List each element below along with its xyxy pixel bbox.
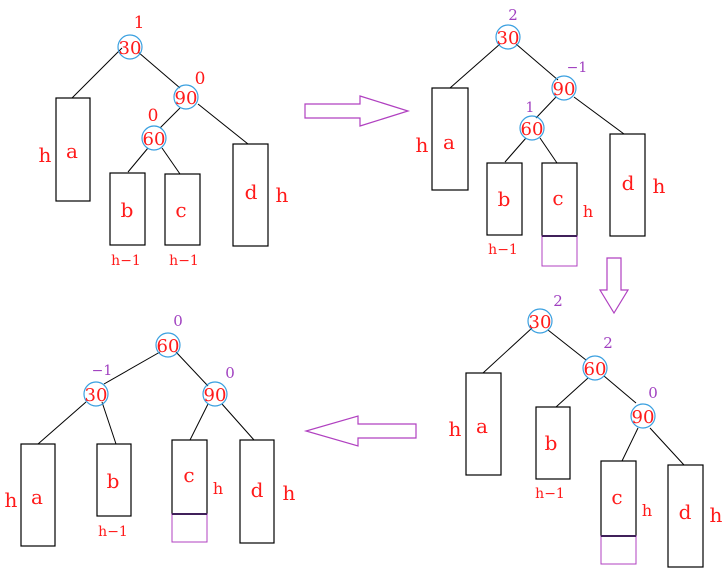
node-root — [527, 308, 553, 334]
node-right — [173, 84, 199, 110]
node-mid-key: 60 — [521, 119, 544, 140]
subtree-a-label: a — [443, 130, 455, 154]
inserted-growth — [541, 235, 578, 267]
node-root-bf: 1 — [134, 13, 145, 33]
node-root-key: 30 — [497, 28, 520, 49]
subtree-a-label: a — [66, 139, 78, 163]
subtree-d — [239, 439, 275, 544]
subtree-c-height: h — [642, 501, 652, 520]
node-mid-bf: 1 — [526, 100, 535, 116]
node-right-bf: 0 — [225, 364, 235, 382]
subtree-c-label: c — [552, 186, 563, 210]
subtree-d-height: h — [283, 481, 296, 505]
subtree-c — [164, 173, 201, 246]
subtree-a — [55, 97, 91, 202]
arrow-right — [304, 95, 411, 127]
subtree-b-label: b — [498, 187, 511, 211]
tree-after-insert: 30 2 90 −1 60 1 a h b h−1 c h d h — [416, 6, 666, 267]
subtree-b-label: b — [107, 469, 120, 493]
node-left-key: 30 — [85, 385, 108, 406]
node-root — [117, 34, 143, 60]
inserted-growth — [171, 513, 208, 543]
subtree-b — [486, 162, 523, 236]
node-mid-bf: 0 — [148, 106, 159, 126]
subtree-d — [232, 143, 269, 247]
subtree-c-label: c — [175, 198, 186, 222]
node-root-key: 30 — [119, 38, 142, 59]
subtree-c-label: c — [611, 485, 622, 509]
subtree-a-label: a — [476, 414, 488, 438]
node-right-key: 90 — [553, 79, 576, 100]
subtree-a-height: h — [5, 488, 18, 512]
arrow-left — [303, 415, 417, 447]
subtree-d-label: d — [622, 171, 635, 195]
subtree-b-height: h−1 — [488, 242, 518, 258]
node-right — [202, 381, 228, 407]
subtree-d — [609, 133, 646, 237]
node-mid-bf: 2 — [603, 334, 613, 352]
subtree-a — [431, 87, 469, 191]
subtree-d-label: d — [679, 500, 692, 524]
node-left — [83, 381, 109, 407]
node-right-key: 90 — [632, 407, 655, 428]
subtree-b-height: h−1 — [98, 524, 128, 540]
node-root-key: 60 — [157, 336, 180, 357]
subtree-d-label: d — [245, 180, 258, 204]
subtree-c-height: h — [583, 202, 593, 221]
subtree-d-label: d — [251, 478, 264, 502]
subtree-a-label: a — [31, 485, 43, 509]
node-right-key: 90 — [204, 385, 227, 406]
node-right — [630, 403, 656, 429]
node-mid — [519, 115, 545, 141]
subtree-b-height: h−1 — [111, 253, 141, 269]
node-mid — [582, 355, 608, 381]
subtree-a-height: h — [39, 143, 52, 167]
subtree-b — [535, 406, 571, 480]
subtree-d-height: h — [710, 503, 723, 527]
node-right-bf: 0 — [195, 69, 206, 89]
tree-after-left-rotation: 60 0 30 −1 90 0 a h b h−1 c h d h — [5, 312, 296, 547]
subtree-d-height: h — [276, 183, 289, 207]
subtree-a-height: h — [416, 133, 429, 157]
node-left-bf: −1 — [92, 363, 113, 379]
subtree-c-height: h — [213, 479, 223, 498]
node-mid-key: 60 — [143, 129, 166, 150]
subtree-d-height: h — [653, 174, 666, 198]
node-root-key: 30 — [529, 312, 552, 333]
arrow-down — [598, 257, 630, 315]
node-root-bf: 0 — [173, 312, 183, 330]
subtree-a — [20, 443, 56, 547]
tree-after-right-rotation: 30 2 60 2 90 0 a h b h−1 c h d h — [449, 292, 723, 568]
subtree-b-height: h−1 — [535, 486, 565, 502]
node-root-bf: 2 — [508, 6, 518, 24]
subtree-a-height: h — [449, 417, 462, 441]
subtree-b-label: b — [545, 431, 558, 455]
node-right-bf: −1 — [567, 60, 588, 76]
subtree-a — [465, 372, 502, 476]
node-root-bf: 2 — [553, 292, 563, 310]
subtree-c-height: h−1 — [169, 253, 199, 269]
tree-initial: 30 1 90 0 60 0 a h b h−1 c h−1 d h — [39, 13, 289, 269]
subtree-b — [109, 172, 146, 246]
node-mid-key: 60 — [584, 359, 607, 380]
node-root — [155, 332, 181, 358]
node-right — [551, 75, 577, 101]
subtree-b — [96, 443, 132, 517]
subtree-b-label: b — [121, 198, 134, 222]
node-right-bf: 0 — [648, 384, 658, 402]
subtree-d — [667, 464, 704, 568]
node-right-key: 90 — [175, 88, 198, 109]
subtree-c-label: c — [183, 463, 194, 487]
inserted-growth — [600, 535, 637, 565]
node-mid — [141, 125, 167, 151]
node-root — [495, 24, 521, 50]
